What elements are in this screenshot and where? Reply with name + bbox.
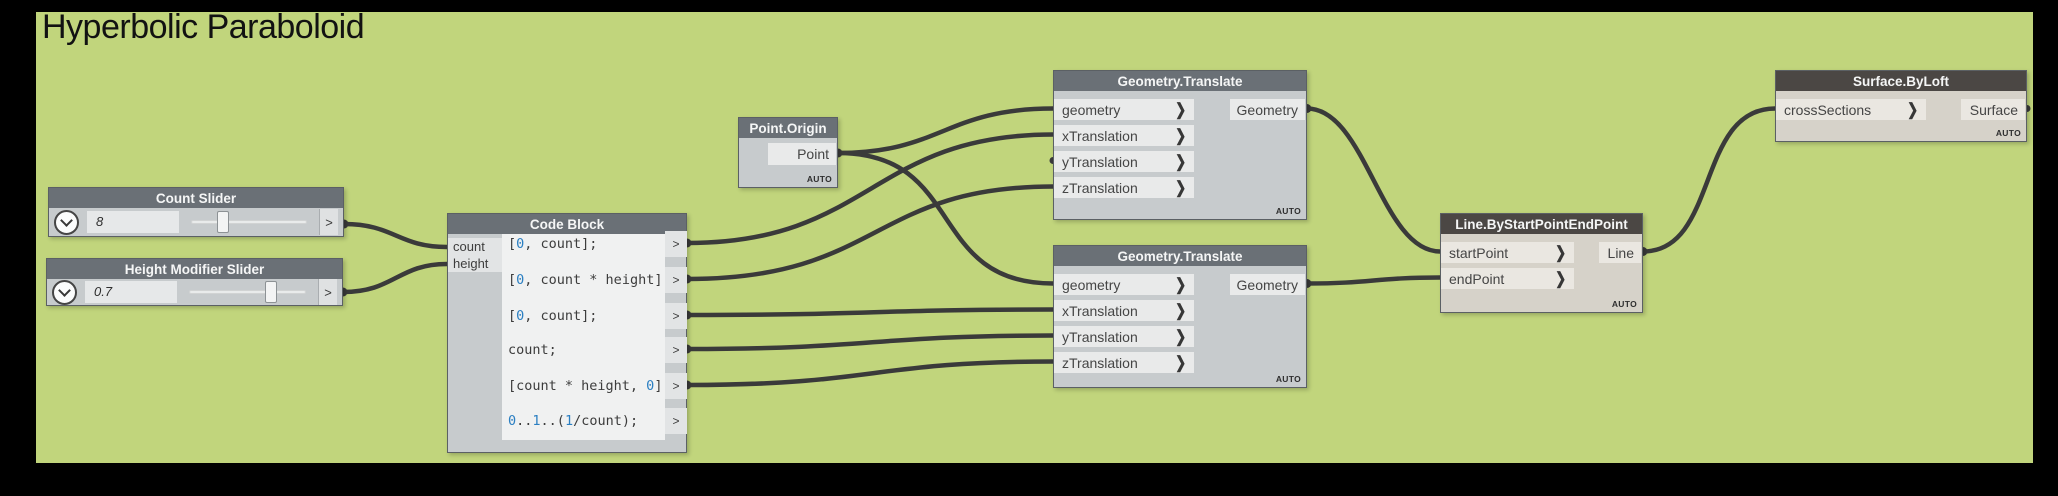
lacing-badge: AUTO (1995, 128, 2021, 138)
input-port-ytranslation[interactable]: yTranslation ❯ (1054, 326, 1194, 347)
wire-countslider-to-count (341, 221, 450, 250)
node-code-block[interactable]: Code Block count height [0, count]; [0, … (447, 213, 687, 453)
node-title[interactable]: Height Modifier Slider (47, 259, 342, 279)
default-value-chevron-icon[interactable]: ❯ (1555, 268, 1566, 288)
wire-gt2-to-endpoint (1304, 275, 1443, 286)
chevron-down-icon (58, 283, 71, 297)
input-port-count[interactable]: count (448, 238, 502, 255)
node-line-by-start-point-end-point[interactable]: Line.ByStartPointEndPoint startPoint ❯ e… (1440, 213, 1643, 313)
code-line-2[interactable]: [0, count * height]; (508, 272, 671, 288)
default-value-chevron-icon[interactable]: ❯ (1175, 99, 1186, 119)
output-port-line[interactable]: Line (1599, 242, 1641, 263)
output-port-point[interactable]: Point (768, 143, 836, 165)
slider-handle[interactable] (264, 281, 277, 303)
output-port-surface[interactable]: Surface (1961, 99, 2025, 120)
slider-value[interactable]: 0.7 (85, 281, 177, 303)
node-title[interactable]: Point.Origin (739, 118, 837, 138)
wire-cb2-to-gt1-z (684, 184, 1056, 282)
output-port-1[interactable]: > (665, 231, 687, 257)
wire-line-to-crosssections (1640, 106, 1778, 254)
chevron-down-icon (60, 213, 73, 227)
default-value-chevron-icon[interactable]: ❯ (1175, 300, 1186, 320)
node-surface-by-loft[interactable]: Surface.ByLoft crossSections ❯ Surface A… (1775, 70, 2027, 142)
lacing-badge: AUTO (1275, 206, 1301, 216)
wire-point-to-gt2-geometry (835, 150, 1056, 286)
wire-point-to-gt1-geometry (835, 106, 1056, 156)
input-port-startpoint[interactable]: startPoint ❯ (1441, 242, 1574, 263)
slider-track[interactable] (189, 281, 306, 303)
output-port-2[interactable]: > (665, 267, 687, 293)
slider-track[interactable] (191, 211, 307, 233)
default-value-chevron-icon[interactable]: ❯ (1555, 242, 1566, 262)
dynamo-workspace[interactable]: Hyperbolic Paraboloid Count Slider 8 (36, 8, 2033, 463)
input-port-ztranslation[interactable]: zTranslation ❯ (1054, 352, 1194, 373)
code-line-1[interactable]: [0, count]; (508, 236, 598, 252)
node-point-origin[interactable]: Point.Origin Point AUTO (738, 117, 838, 188)
lacing-badge: AUTO (1275, 374, 1301, 384)
wire-cb1-to-gt1-x (684, 132, 1056, 246)
node-height-modifier-slider[interactable]: Height Modifier Slider 0.7 > (46, 258, 343, 306)
output-port-3[interactable]: > (665, 303, 687, 329)
input-port-xtranslation[interactable]: xTranslation ❯ (1054, 300, 1194, 321)
node-count-slider[interactable]: Count Slider 8 > (48, 187, 344, 237)
wire-cb5-to-gt2-z (684, 359, 1056, 388)
default-value-chevron-icon[interactable]: ❯ (1175, 151, 1186, 171)
node-title[interactable]: Code Block (448, 214, 686, 234)
output-port[interactable]: > (318, 279, 337, 305)
slider-body: 8 > (49, 208, 343, 236)
wire-cb4-to-gt2-y (684, 333, 1056, 352)
node-title[interactable]: Line.ByStartPointEndPoint (1441, 214, 1642, 234)
workspace-title: Hyperbolic Paraboloid (42, 8, 365, 46)
wire-layer (338, 104, 2031, 390)
input-port-crosssections[interactable]: crossSections ❯ (1776, 99, 1926, 120)
output-port-4[interactable]: > (665, 337, 687, 363)
node-geometry-translate-bottom[interactable]: Geometry.Translate geometry ❯ xTranslati… (1053, 245, 1307, 388)
lacing-badge: AUTO (806, 174, 832, 184)
default-value-chevron-icon[interactable]: ❯ (1175, 326, 1186, 346)
node-title[interactable]: Surface.ByLoft (1776, 71, 2026, 91)
default-value-chevron-icon[interactable]: ❯ (1907, 99, 1918, 119)
input-port-endpoint[interactable]: endPoint ❯ (1441, 268, 1574, 289)
input-port-ztranslation[interactable]: zTranslation ❯ (1054, 177, 1194, 198)
input-port-geometry[interactable]: geometry ❯ (1054, 274, 1194, 295)
node-title[interactable]: Geometry.Translate (1054, 71, 1306, 91)
collapse-button[interactable] (54, 209, 79, 235)
slider-handle[interactable] (217, 211, 230, 233)
code-line-3[interactable]: [0, count]; (508, 308, 598, 324)
wire-gt1-to-startpoint (1304, 106, 1443, 254)
input-port-geometry[interactable]: geometry ❯ (1054, 99, 1194, 120)
output-port-geometry[interactable]: Geometry (1230, 274, 1305, 295)
default-value-chevron-icon[interactable]: ❯ (1175, 352, 1186, 372)
slider-groove (191, 220, 307, 224)
output-port-5[interactable]: > (665, 373, 687, 399)
code-line-4[interactable]: count; (508, 342, 557, 358)
node-title[interactable]: Count Slider (49, 188, 343, 208)
input-port-xtranslation[interactable]: xTranslation ❯ (1054, 125, 1194, 146)
output-port-geometry[interactable]: Geometry (1230, 99, 1305, 120)
code-line-6[interactable]: 0..1..(1/count); (508, 413, 639, 429)
wire-heightslider-to-height (340, 261, 450, 295)
code-editor[interactable] (502, 234, 665, 440)
slider-value[interactable]: 8 (87, 211, 179, 233)
output-port-6[interactable]: > (665, 408, 687, 434)
default-value-chevron-icon[interactable]: ❯ (1175, 125, 1186, 145)
input-port-ytranslation[interactable]: yTranslation ❯ (1054, 151, 1194, 172)
lacing-badge: AUTO (1611, 299, 1637, 309)
slider-body: 0.7 > (47, 279, 342, 305)
default-value-chevron-icon[interactable]: ❯ (1175, 274, 1186, 294)
slider-groove (189, 290, 306, 294)
output-port[interactable]: > (319, 209, 338, 235)
input-port-height[interactable]: height (448, 255, 502, 272)
default-value-chevron-icon[interactable]: ❯ (1175, 177, 1186, 197)
wire-cb3-to-gt2-x (684, 307, 1056, 318)
code-line-5[interactable]: [count * height, 0]; (508, 378, 671, 394)
node-geometry-translate-top[interactable]: Geometry.Translate geometry ❯ xTranslati… (1053, 70, 1307, 220)
collapse-button[interactable] (52, 279, 77, 305)
node-title[interactable]: Geometry.Translate (1054, 246, 1306, 266)
